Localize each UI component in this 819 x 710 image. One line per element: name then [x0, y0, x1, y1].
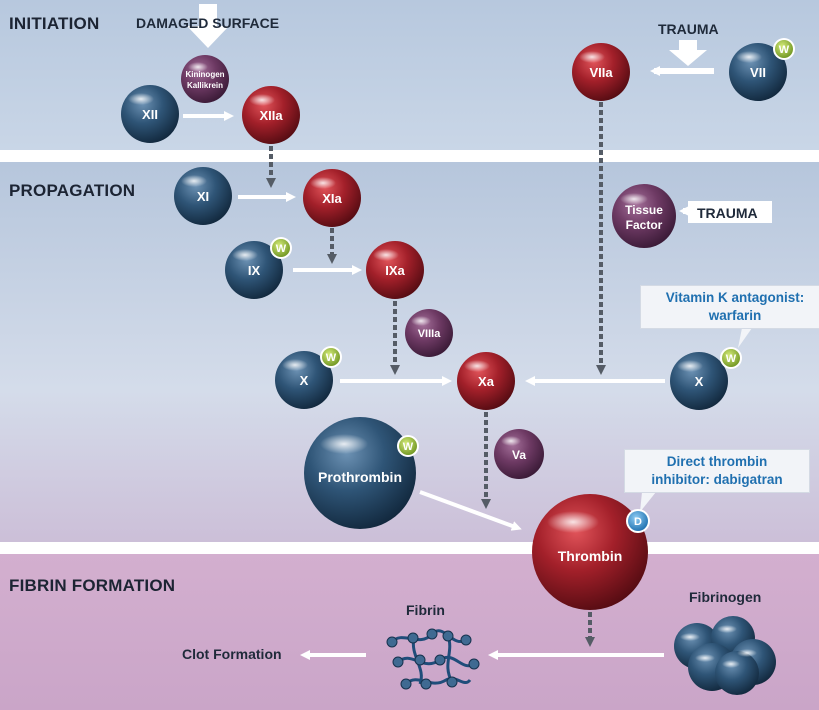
warfarin-badge-label: W — [779, 44, 790, 56]
trauma-arrow-top — [669, 40, 707, 66]
fibrin-label: Fibrin — [406, 602, 445, 618]
factor-xia-label: XIa — [322, 191, 342, 206]
factor-x-right-label: X — [695, 374, 704, 389]
fibrinogen-label: Fibrinogen — [689, 589, 762, 605]
prothrombin-to-thrombin-arrow — [419, 490, 522, 531]
prothrombin-ball: Prothrombin — [304, 417, 416, 529]
warfarin-badge-x-left: W — [320, 346, 342, 368]
factor-ixa-ball: IXa — [366, 241, 424, 299]
warfarin-badge-vii: W — [773, 38, 795, 60]
clot-formation-label: Clot Formation — [182, 646, 282, 662]
factor-xiia-label: XIIa — [259, 108, 283, 123]
vitamin-k-callout-line2: warfarin — [708, 308, 762, 323]
tissue-label: Tissue — [625, 203, 663, 217]
damaged-surface-label: DAMAGED SURFACE — [136, 15, 280, 31]
factor-va-ball: Va — [494, 429, 544, 479]
divider — [0, 150, 819, 162]
factor-xi-ball: XI — [174, 167, 232, 225]
factor-xi-label: XI — [197, 189, 209, 204]
thrombin-label: Thrombin — [558, 548, 623, 564]
fibrinogen-cluster-icon — [674, 616, 776, 695]
trauma-top-label: TRAUMA — [658, 21, 719, 37]
factor-vii-ball: VII — [729, 43, 787, 101]
warfarin-badge-x-right: W — [720, 347, 742, 369]
section-title-initiation: INITIATION — [9, 14, 100, 33]
warfarin-badge-ix: W — [270, 237, 292, 259]
factor-viia-ball: VIIa — [572, 43, 630, 101]
factor-viiia-ball: VIIIa — [405, 309, 453, 357]
factor-label: Factor — [626, 218, 663, 232]
factor-xii-label: XII — [142, 107, 158, 122]
warfarin-badge-label: W — [276, 243, 287, 255]
warfarin-badge-label: W — [403, 441, 414, 453]
divider — [0, 542, 819, 554]
thrombin-callout-line1: Direct thrombin — [666, 454, 768, 469]
factor-xa-label: Xa — [478, 374, 495, 389]
factor-ix-label: IX — [248, 263, 261, 278]
vitamin-k-callout-line1: Vitamin K antagonist: — [665, 290, 805, 305]
trauma-tissue-label: TRAUMA — [697, 205, 758, 221]
trauma-tissue-box — [688, 201, 772, 223]
factor-va-label: Va — [512, 448, 526, 462]
tissue-factor-ball: Tissue Factor — [612, 184, 676, 248]
factor-xiia-ball: XIIa — [242, 86, 300, 144]
factor-x-left-label: X — [300, 373, 309, 388]
kininogen-label: Kininogen — [185, 70, 224, 79]
warfarin-badge-label: W — [726, 353, 737, 365]
thrombin-ball: Thrombin — [532, 494, 648, 610]
warfarin-badge-label: W — [326, 352, 337, 364]
factor-xia-ball: XIa — [303, 169, 361, 227]
warfarin-badge-prothrombin: W — [397, 435, 419, 457]
factor-xii-ball: XII — [121, 85, 179, 143]
kallikrein-label: Kallikrein — [187, 81, 223, 90]
dabigatran-badge-thrombin: D — [626, 509, 650, 533]
factor-ix-ball: IX — [225, 241, 283, 299]
factor-x-right-ball: X — [670, 352, 728, 410]
factor-xa-ball: Xa — [457, 352, 515, 410]
thrombin-callout-pointer — [640, 492, 656, 512]
factor-viia-label: VIIa — [589, 65, 613, 80]
vitamin-k-antagonist-callout: Vitamin K antagonist: warfarin — [640, 285, 819, 329]
factor-ixa-label: IXa — [385, 263, 405, 278]
fibrin-mesh-icon — [386, 628, 480, 690]
dabigatran-badge-label: D — [634, 516, 642, 528]
section-title-fibrin-formation: FIBRIN FORMATION — [9, 576, 176, 595]
section-title-propagation: PROPAGATION — [9, 181, 136, 200]
direct-thrombin-inhibitor-callout: Direct thrombin inhibitor: dabigatran — [624, 449, 810, 493]
factor-viiia-label: VIIIa — [418, 328, 442, 340]
damaged-surface-arrow — [187, 4, 229, 48]
prothrombin-label: Prothrombin — [318, 469, 402, 485]
factor-x-left-ball: X — [275, 351, 333, 409]
thrombin-callout-line2: inhibitor: dabigatran — [651, 472, 783, 487]
kininogen-kallikrein-ball: Kininogen Kallikrein — [181, 55, 229, 103]
vitamin-k-callout-pointer — [738, 328, 752, 348]
factor-vii-label: VII — [750, 65, 766, 80]
